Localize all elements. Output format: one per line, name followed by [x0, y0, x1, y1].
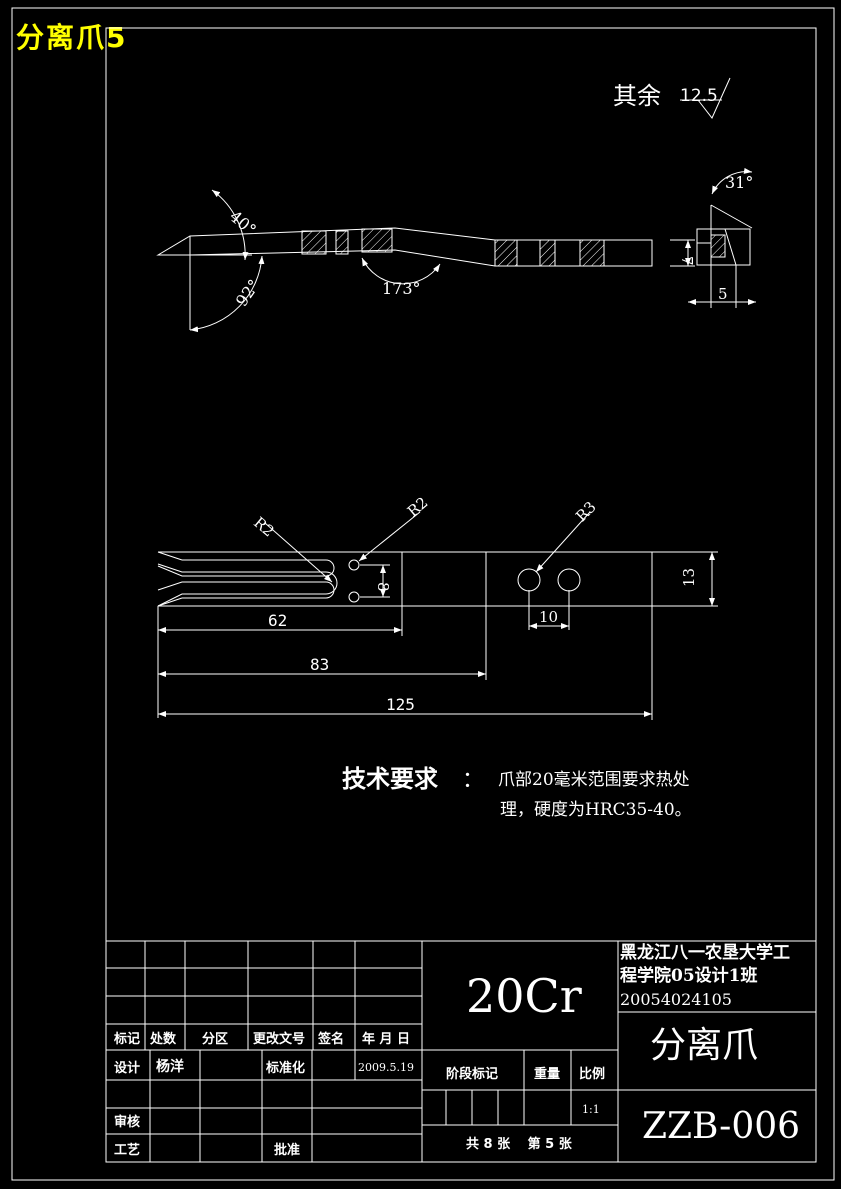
angle-173-label: 173° — [382, 279, 421, 298]
dim-83-label: 83 — [310, 655, 329, 674]
dim-10-label: 10 — [539, 608, 558, 626]
dim-8-label: 8 — [374, 582, 392, 592]
end-view-outline — [696, 228, 751, 266]
roughness-note: 其余 12.5 — [613, 77, 731, 119]
sheet-count: 共 8 张 第 5 张 — [466, 1136, 573, 1152]
header-count: 处数 — [149, 1031, 177, 1047]
pin-hole-top — [348, 559, 360, 571]
scale-value: 1:1 — [582, 1103, 600, 1116]
header-sign: 签名 — [317, 1031, 344, 1047]
drawing-number: ZZB-006 — [642, 1106, 800, 1147]
tech-line-2: 理，硬度为HRC35-40。 — [500, 800, 692, 820]
side-view: 40° 92° 173° 7 — [156, 189, 696, 333]
dim-125-label: 125 — [386, 695, 415, 714]
design-label: 设计 — [114, 1060, 140, 1076]
section-hatch-4 — [494, 239, 518, 267]
outer-frame — [11, 7, 835, 1181]
section-hatch-1 — [301, 230, 327, 255]
tech-title: 技术要求 — [342, 765, 438, 793]
section-hatch-3 — [361, 228, 393, 253]
review-label: 审核 — [114, 1114, 140, 1130]
header-zone: 分区 — [202, 1031, 228, 1047]
tech-requirements: 技术要求 ： 爪部20毫米范围要求热处 理，硬度为HRC35-40。 — [342, 765, 692, 820]
angle-92-label: 92° — [232, 276, 264, 310]
tech-line-1: 爪部20毫米范围要求热处 — [498, 770, 690, 790]
title-block: 标记 处数 分区 更改文号 签名 年 月 日 设计 杨洋 标准化 2009.5.… — [105, 940, 817, 1163]
section-hatch-5 — [539, 239, 556, 267]
section-hatch-2 — [335, 230, 349, 255]
school-line-2: 程学院05设计1班 — [620, 965, 758, 986]
section-hatch-6 — [579, 239, 605, 267]
std-label: 标准化 — [265, 1060, 305, 1076]
dim-62-label: 62 — [268, 611, 287, 630]
tech-colon: ： — [462, 768, 484, 793]
weight-label: 重量 — [534, 1066, 560, 1082]
design-date: 2009.5.19 — [358, 1061, 414, 1074]
dim-13-label: 13 — [680, 568, 698, 587]
material: 20Cr — [466, 969, 582, 1023]
header-doc: 更改文号 — [253, 1031, 305, 1047]
header-date: 年 月 日 — [362, 1031, 410, 1047]
top-view: R2 R2 R3 8 10 13 62 83 125 — [157, 493, 718, 720]
stage-label: 阶段标记 — [446, 1066, 498, 1082]
angle-31-label: 31° — [725, 173, 753, 192]
roughness-value: 12.5 — [680, 86, 718, 106]
roughness-label: 其余 — [613, 82, 661, 110]
side-view-outline — [156, 227, 653, 267]
process-label: 工艺 — [114, 1142, 140, 1158]
dim-7-label: 7 — [678, 256, 696, 266]
dim-5-label: 5 — [718, 285, 728, 303]
scale-label: 比例 — [579, 1066, 605, 1082]
radius-left-label: R2 — [250, 513, 278, 540]
top-view-outline — [157, 551, 653, 607]
radius-right-label: R3 — [572, 498, 599, 525]
school-line-1: 黑龙江八一农垦大学工 — [620, 942, 790, 963]
part-name: 分离爪 — [650, 1025, 758, 1066]
approve-label: 批准 — [274, 1142, 300, 1158]
corner-title: 分离爪5 — [16, 21, 128, 54]
school-line-3: 20054024105 — [620, 990, 732, 1009]
bolt-hole-left — [517, 568, 541, 592]
pin-hole-bottom — [348, 591, 360, 603]
roughness-symbol — [697, 77, 731, 119]
header-mark: 标记 — [113, 1031, 140, 1047]
radius-mid-label: R2 — [404, 493, 432, 520]
designer-name: 杨洋 — [156, 1058, 184, 1075]
end-view: 31° 5 — [688, 167, 756, 308]
bolt-hole-right — [557, 568, 581, 592]
